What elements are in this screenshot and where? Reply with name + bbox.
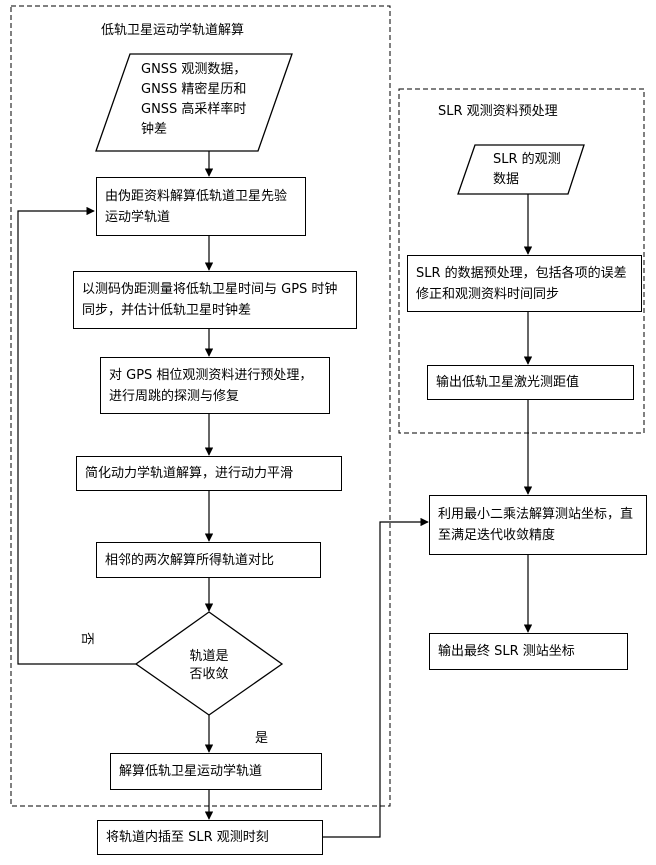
- arrow-interp-to-solve: [323, 522, 428, 837]
- decision-text: 轨道是 否收敛: [179, 648, 239, 684]
- step-output-laser-range: 输出低轨卫星激光测距值: [427, 365, 634, 400]
- gnss-input-text: GNSS 观测数据， GNSS 精密星历和 GNSS 高采样率时 钟差: [141, 60, 271, 140]
- step-interpolate-to-slr: 将轨道内插至 SLR 观测时刻: [97, 820, 323, 855]
- decision-no-label: 否: [78, 632, 95, 645]
- decision-yes-label: 是: [255, 730, 268, 747]
- step-clock-sync: 以测码伪距测量将低轨卫星时间与 GPS 时钟同步，并估计低轨卫星时钟差: [73, 271, 357, 329]
- step-slr-preprocess: SLR 的数据预处理，包括各项的误差修正和观测资料时间同步: [407, 255, 642, 312]
- step-least-squares-solve: 利用最小二乘法解算测站坐标，直至满足迭代收敛精度: [429, 495, 647, 555]
- step-phase-preprocess: 对 GPS 相位观测资料进行预处理，进行周跳的探测与修复: [100, 357, 330, 414]
- step-prior-kinematic-orbit: 由伪距资料解算低轨道卫星先验运动学轨道: [96, 177, 306, 236]
- step-orbit-compare: 相邻的两次解算所得轨道对比: [96, 542, 321, 578]
- slr-input-text: SLR 的观测 数据: [493, 150, 583, 190]
- left-group-title: 低轨卫星运动学轨道解算: [101, 22, 244, 39]
- right-group-title: SLR 观测资料预处理: [438, 103, 558, 120]
- step-output-station-coords: 输出最终 SLR 测站坐标: [429, 633, 628, 670]
- step-kinematic-orbit-result: 解算低轨卫星运动学轨道: [110, 753, 322, 790]
- step-reduced-dynamic: 简化动力学轨道解算，进行动力平滑: [76, 456, 342, 491]
